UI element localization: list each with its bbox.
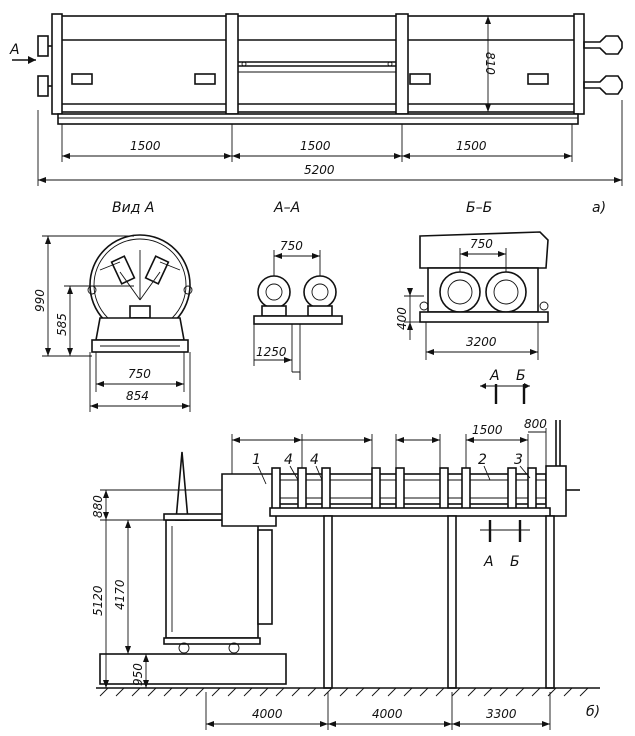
view-a: Вид А 990 585 750 8 [33,200,193,412]
dim-880: 880 [91,495,105,518]
callout-2: 2 [478,452,487,468]
callout-3: 3 [514,452,523,468]
dim-total: 5200 [304,163,335,177]
callout-4a: 4 [284,452,293,468]
flange-left [51,13,63,115]
top-view: А 810 1500 1500 1500 5200 а) [9,13,623,216]
platform-beam [269,507,551,517]
dim-854: 854 [126,389,149,403]
dim-750-bb: 750 [470,237,493,251]
bushing [175,451,189,521]
section-bb: Б–Б 3200 750 400 А Б [395,200,549,404]
right-terminals [583,35,623,95]
dim-seg3: 1500 [456,139,487,153]
part-a-label: а) [592,200,606,216]
section-aa-title: А–А [273,200,300,216]
flange-1 [225,13,239,115]
section-bb-title: Б–Б [466,200,492,216]
side-cut-b: Б [510,554,520,570]
side-view: 1500 800 1 4 4 2 3 А Б 880 5120 4170 95 [91,417,600,730]
busbar-duct [275,473,547,505]
dim-span-1: 4000 [252,707,283,721]
flange-right [573,13,585,115]
dim-990: 990 [33,289,47,312]
arrow-label: А [9,42,20,58]
dim-750-aa: 750 [280,239,303,253]
flange-2 [395,13,409,115]
dim-5120: 5120 [91,585,105,616]
dim-seg1: 1500 [130,139,161,153]
callout-4b: 4 [310,452,319,468]
transformer [165,519,259,639]
side-cut-a: А [483,554,494,570]
dim-800: 800 [524,417,547,431]
dim-400: 400 [395,307,409,330]
dim-3200: 3200 [466,335,497,349]
dim-750-a: 750 [128,367,151,381]
cut-mark-a: А [489,368,500,384]
part-b-label: б) [586,704,600,720]
dim-span-3: 3300 [486,707,517,721]
dim-1250: 1250 [256,345,287,359]
dim-span-2: 4000 [372,707,403,721]
dim-4170: 4170 [113,579,127,610]
left-terminals [37,35,52,97]
duct-bend [221,473,277,527]
dim-950: 950 [131,663,145,686]
plinth [99,653,287,685]
dim-1500-side: 1500 [472,423,503,437]
view-a-title: Вид А [112,200,154,216]
busbar-enclosure [57,15,581,113]
section-aa: А–А 750 1250 [253,200,343,380]
column-3 [545,515,555,689]
cut-mark-b: Б [516,368,526,384]
dim-585: 585 [55,313,69,336]
callout-1: 1 [252,452,261,468]
column-1 [323,515,333,689]
column-2 [447,515,457,689]
dim-height: 810 [483,52,497,75]
dim-seg2: 1500 [300,139,331,153]
base-frame [57,113,579,125]
